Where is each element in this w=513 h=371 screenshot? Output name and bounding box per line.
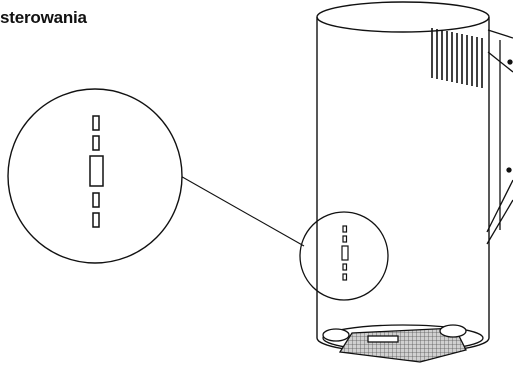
lamp-right	[439, 324, 467, 338]
control-button-4	[92, 212, 100, 228]
wall-bracket	[486, 29, 513, 245]
hood-bottom	[322, 324, 484, 363]
control-button-1	[92, 115, 100, 131]
bracket-screw-icon	[506, 167, 512, 173]
filter-handle	[367, 335, 399, 343]
lamp-left	[322, 328, 350, 342]
control-panel-magnified	[7, 88, 183, 264]
hood-top-rim	[316, 1, 490, 33]
bracket-screw-icon	[507, 59, 513, 65]
detail-marker-circle	[299, 211, 389, 301]
callout-connector	[169, 169, 305, 247]
ventilation-grille	[431, 28, 483, 88]
control-button-2	[92, 135, 100, 151]
hood-body	[316, 1, 490, 354]
control-display	[89, 155, 104, 187]
section-heading: sterowania	[0, 8, 87, 27]
control-button-3	[92, 192, 100, 208]
control-panel	[341, 225, 349, 281]
